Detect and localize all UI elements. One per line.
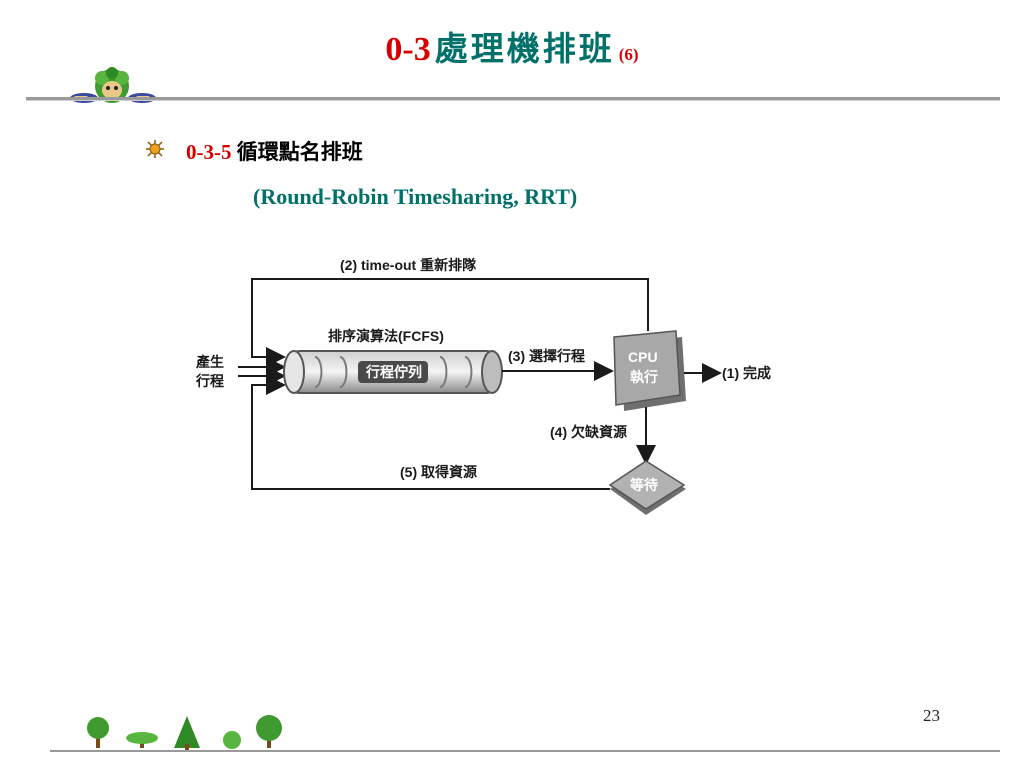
sun-bullet-icon [146,140,164,158]
trees-decoration-icon [87,715,282,750]
cpu-label-line2: 執行 [630,369,658,385]
section-subtitle-english: (Round-Robin Timesharing, RRT) [253,184,578,209]
wait-label: 等待 [630,477,658,493]
acquire-resource-label: (5) 取得資源 [400,464,477,480]
header-divider [26,97,1000,100]
title-text: 處理機排班 [434,32,615,68]
section-heading: 0-3-5 循環點名排班 [186,136,363,166]
page-number: 23 [923,706,940,725]
select-process-label: (3) 選擇行程 [508,348,585,364]
cpu-box: CPU 執行 [613,330,686,411]
slide-title: 0-3 處理機排班 (6) [0,22,1024,70]
rrt-diagram: (2) time-out 重新排隊 排序演算法(FCFS) 產生 行程 (5) … [195,257,771,515]
create-process-label-line1: 產生 [195,354,224,370]
title-part: (6) [618,45,639,64]
footer-divider [50,750,1000,752]
timeout-loop-line [251,278,649,367]
wait-box: 等待 [608,460,686,515]
timeout-label: (2) time-out 重新排隊 [340,257,477,273]
create-process-label-line2: 行程 [195,373,224,389]
section-title: 循環點名排班 [236,140,363,164]
algorithm-label: 排序演算法(FCFS) [328,328,444,344]
queue-label: 行程佇列 [365,364,422,380]
lack-resource-label: (4) 欠缺資源 [550,424,627,440]
section-number: 0-3-5 [186,140,232,164]
header-divider-shadow [26,100,1000,101]
title-number: 0-3 [385,31,431,68]
acquire-resource-line [251,375,610,490]
cpu-label-line1: CPU [628,349,658,365]
done-label: (1) 完成 [722,365,771,381]
process-queue: 行程佇列 [283,350,503,394]
